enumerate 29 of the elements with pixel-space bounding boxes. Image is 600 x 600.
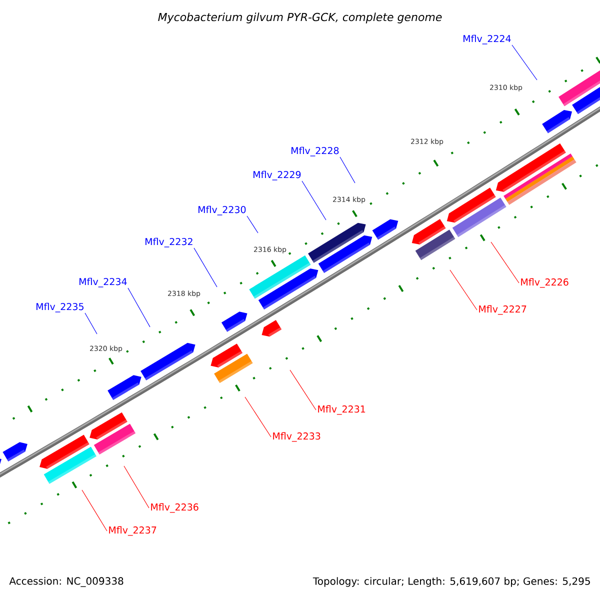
gene-label: Mflv_2227 [479, 305, 526, 315]
leader-line [490, 242, 520, 284]
gene-label: Mflv_2235 [36, 302, 84, 312]
gene-label: Mflv_2229 [254, 170, 301, 180]
leader-line [244, 396, 272, 438]
leader-line [450, 270, 478, 310]
gene-label: Mflv_2232 [146, 238, 192, 248]
gene-label: Mflv_2224 [464, 34, 511, 44]
gene-label: Mflv_2226 [521, 278, 568, 288]
accession-text: Accession: NC_009338 [9, 577, 124, 587]
genome-info-text: Topology: circular; Length: 5,619,607 bp; Genes: 5,295 [312, 577, 590, 587]
leader-line [302, 180, 326, 220]
gene-label: Mflv_2237 [109, 526, 156, 536]
gene-label: Mflv_2231 [318, 405, 366, 415]
leader-line [512, 44, 538, 80]
gene-label: Mflv_2230 [198, 206, 246, 216]
gene-label: Mflv_2236 [151, 503, 198, 513]
gene-label: Mflv_2234 [80, 278, 127, 288]
leader-line [82, 490, 108, 532]
leader-line [290, 370, 316, 410]
leader-line [194, 248, 218, 288]
leader-line [246, 216, 258, 234]
gene-label: Mflv_2228 [292, 146, 339, 156]
leader-line [340, 156, 356, 184]
leader-line [128, 288, 150, 328]
leader-line [124, 466, 150, 508]
gene-label: Mflv_2233 [273, 432, 320, 442]
title: Mycobacterium gilvum PYR-GCK, complete genome [158, 12, 442, 24]
leader-line [84, 312, 98, 334]
